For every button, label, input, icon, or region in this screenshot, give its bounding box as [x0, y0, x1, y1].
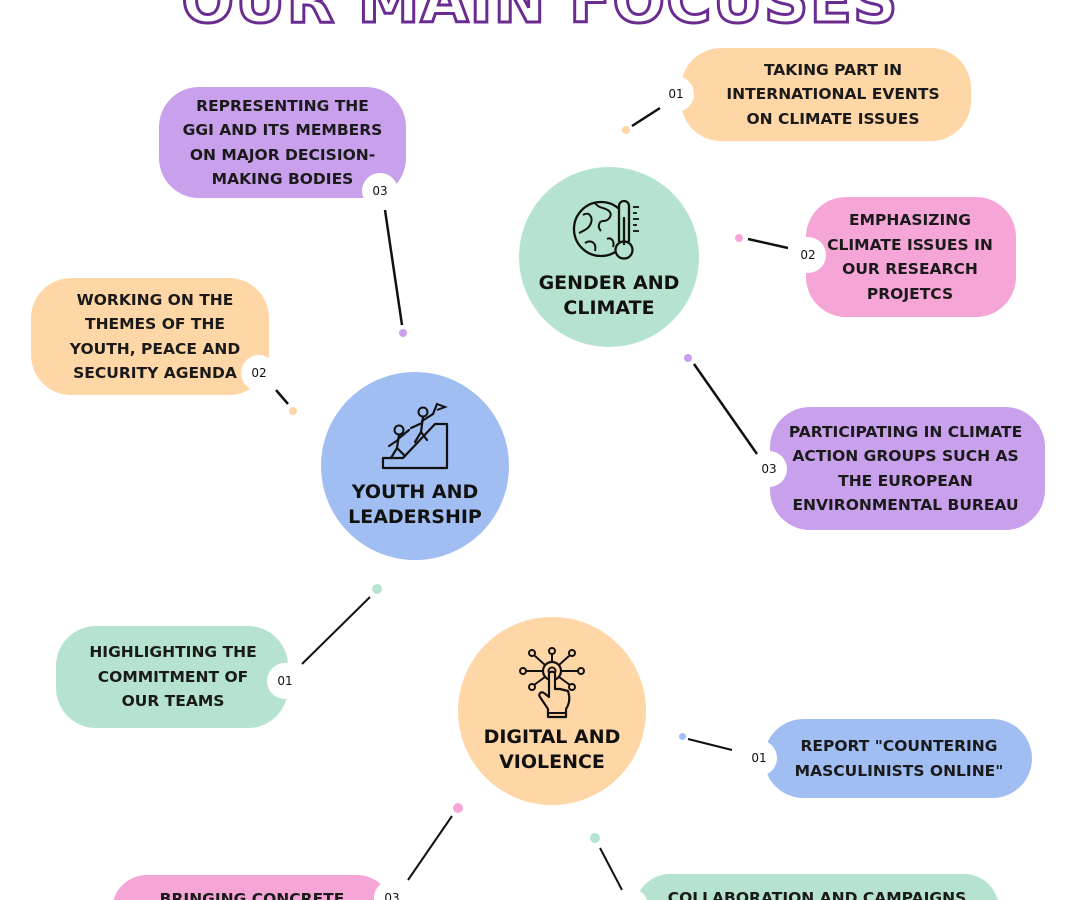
connector-gender-01: [631, 106, 661, 128]
connector-gender-02: [747, 237, 789, 250]
number-badge: 03: [751, 451, 787, 487]
hub-gender-and-climate: GENDER AND CLIMATE: [519, 167, 699, 347]
connector-youth-02: [275, 389, 289, 405]
item-text: HIGHLIGHTING THE COMMITMENT OF OUR TEAMS: [89, 643, 257, 711]
connector-gender-03: [692, 363, 759, 455]
hub-label: GENDER AND CLIMATE: [538, 272, 680, 319]
item-text: EMPHASIZING CLIMATE ISSUES IN OUR RESEAR…: [827, 211, 993, 303]
item-digital-02: COLLABORATION AND CAMPAIGNS: [635, 874, 999, 900]
dot-digital-03: [453, 803, 463, 813]
connector-digital-01: [687, 738, 733, 751]
connector-youth-01: [301, 596, 371, 665]
dot-digital-01: [679, 733, 686, 740]
dot-youth-02: [289, 407, 297, 415]
item-youth-02: WORKING ON THE THEMES OF THE YOUTH, PEAC…: [31, 278, 269, 395]
item-gender-03: PARTICIPATING IN CLIMATE ACTION GROUPS S…: [770, 407, 1045, 530]
item-text: COLLABORATION AND CAMPAIGNS: [667, 889, 967, 900]
number-badge: 01: [741, 740, 777, 776]
dot-gender-02: [735, 234, 743, 242]
dot-youth-03: [399, 329, 407, 337]
number-badge: 02: [790, 237, 826, 273]
number-badge: [612, 888, 648, 900]
item-text: REPORT "COUNTERING MASCULINISTS ONLINE": [794, 737, 1004, 780]
item-gender-01: TAKING PART IN INTERNATIONAL EVENTS ON C…: [681, 48, 971, 141]
earth-thermometer-icon: [572, 199, 639, 260]
number-badge: 01: [658, 76, 694, 112]
dot-gender-03: [684, 354, 692, 362]
touch-network-icon: [519, 647, 585, 719]
number-badge: 03: [362, 173, 398, 209]
number-badge: 01: [267, 663, 303, 699]
dot-youth-01: [372, 584, 382, 594]
connector-digital-02: [599, 847, 623, 891]
connector-digital-03: [407, 815, 453, 881]
number-badge: 03: [374, 880, 410, 900]
item-text: WORKING ON THE THEMES OF THE YOUTH, PEAC…: [69, 290, 241, 383]
connector-youth-03: [383, 209, 404, 326]
page-title: OUR MAIN FOCUSES: [180, 0, 899, 37]
item-text: PARTICIPATING IN CLIMATE ACTION GROUPS S…: [788, 422, 1023, 515]
dot-gender-01: [622, 126, 630, 134]
dot-digital-02: [590, 833, 600, 843]
hub-digital-and-violence: DIGITAL AND VIOLENCE: [458, 617, 646, 805]
item-text: BRINGING CONCRETE: [159, 890, 345, 900]
climbing-people-flag-icon: [381, 402, 449, 470]
hub-youth-and-leadership: YOUTH AND LEADERSHIP: [321, 372, 509, 560]
item-text: TAKING PART IN INTERNATIONAL EVENTS ON C…: [726, 60, 940, 128]
hub-label: DIGITAL AND VIOLENCE: [483, 726, 621, 773]
item-text: REPRESENTING THE GGI AND ITS MEMBERS ON …: [182, 96, 383, 189]
item-gender-02: EMPHASIZING CLIMATE ISSUES IN OUR RESEAR…: [806, 197, 1016, 317]
item-digital-03: BRINGING CONCRETE: [112, 875, 392, 900]
item-youth-01: HIGHLIGHTING THE COMMITMENT OF OUR TEAMS: [56, 626, 288, 728]
item-digital-01: REPORT "COUNTERING MASCULINISTS ONLINE": [764, 719, 1032, 798]
number-badge: 02: [241, 355, 277, 391]
hub-label: YOUTH AND LEADERSHIP: [348, 481, 482, 528]
